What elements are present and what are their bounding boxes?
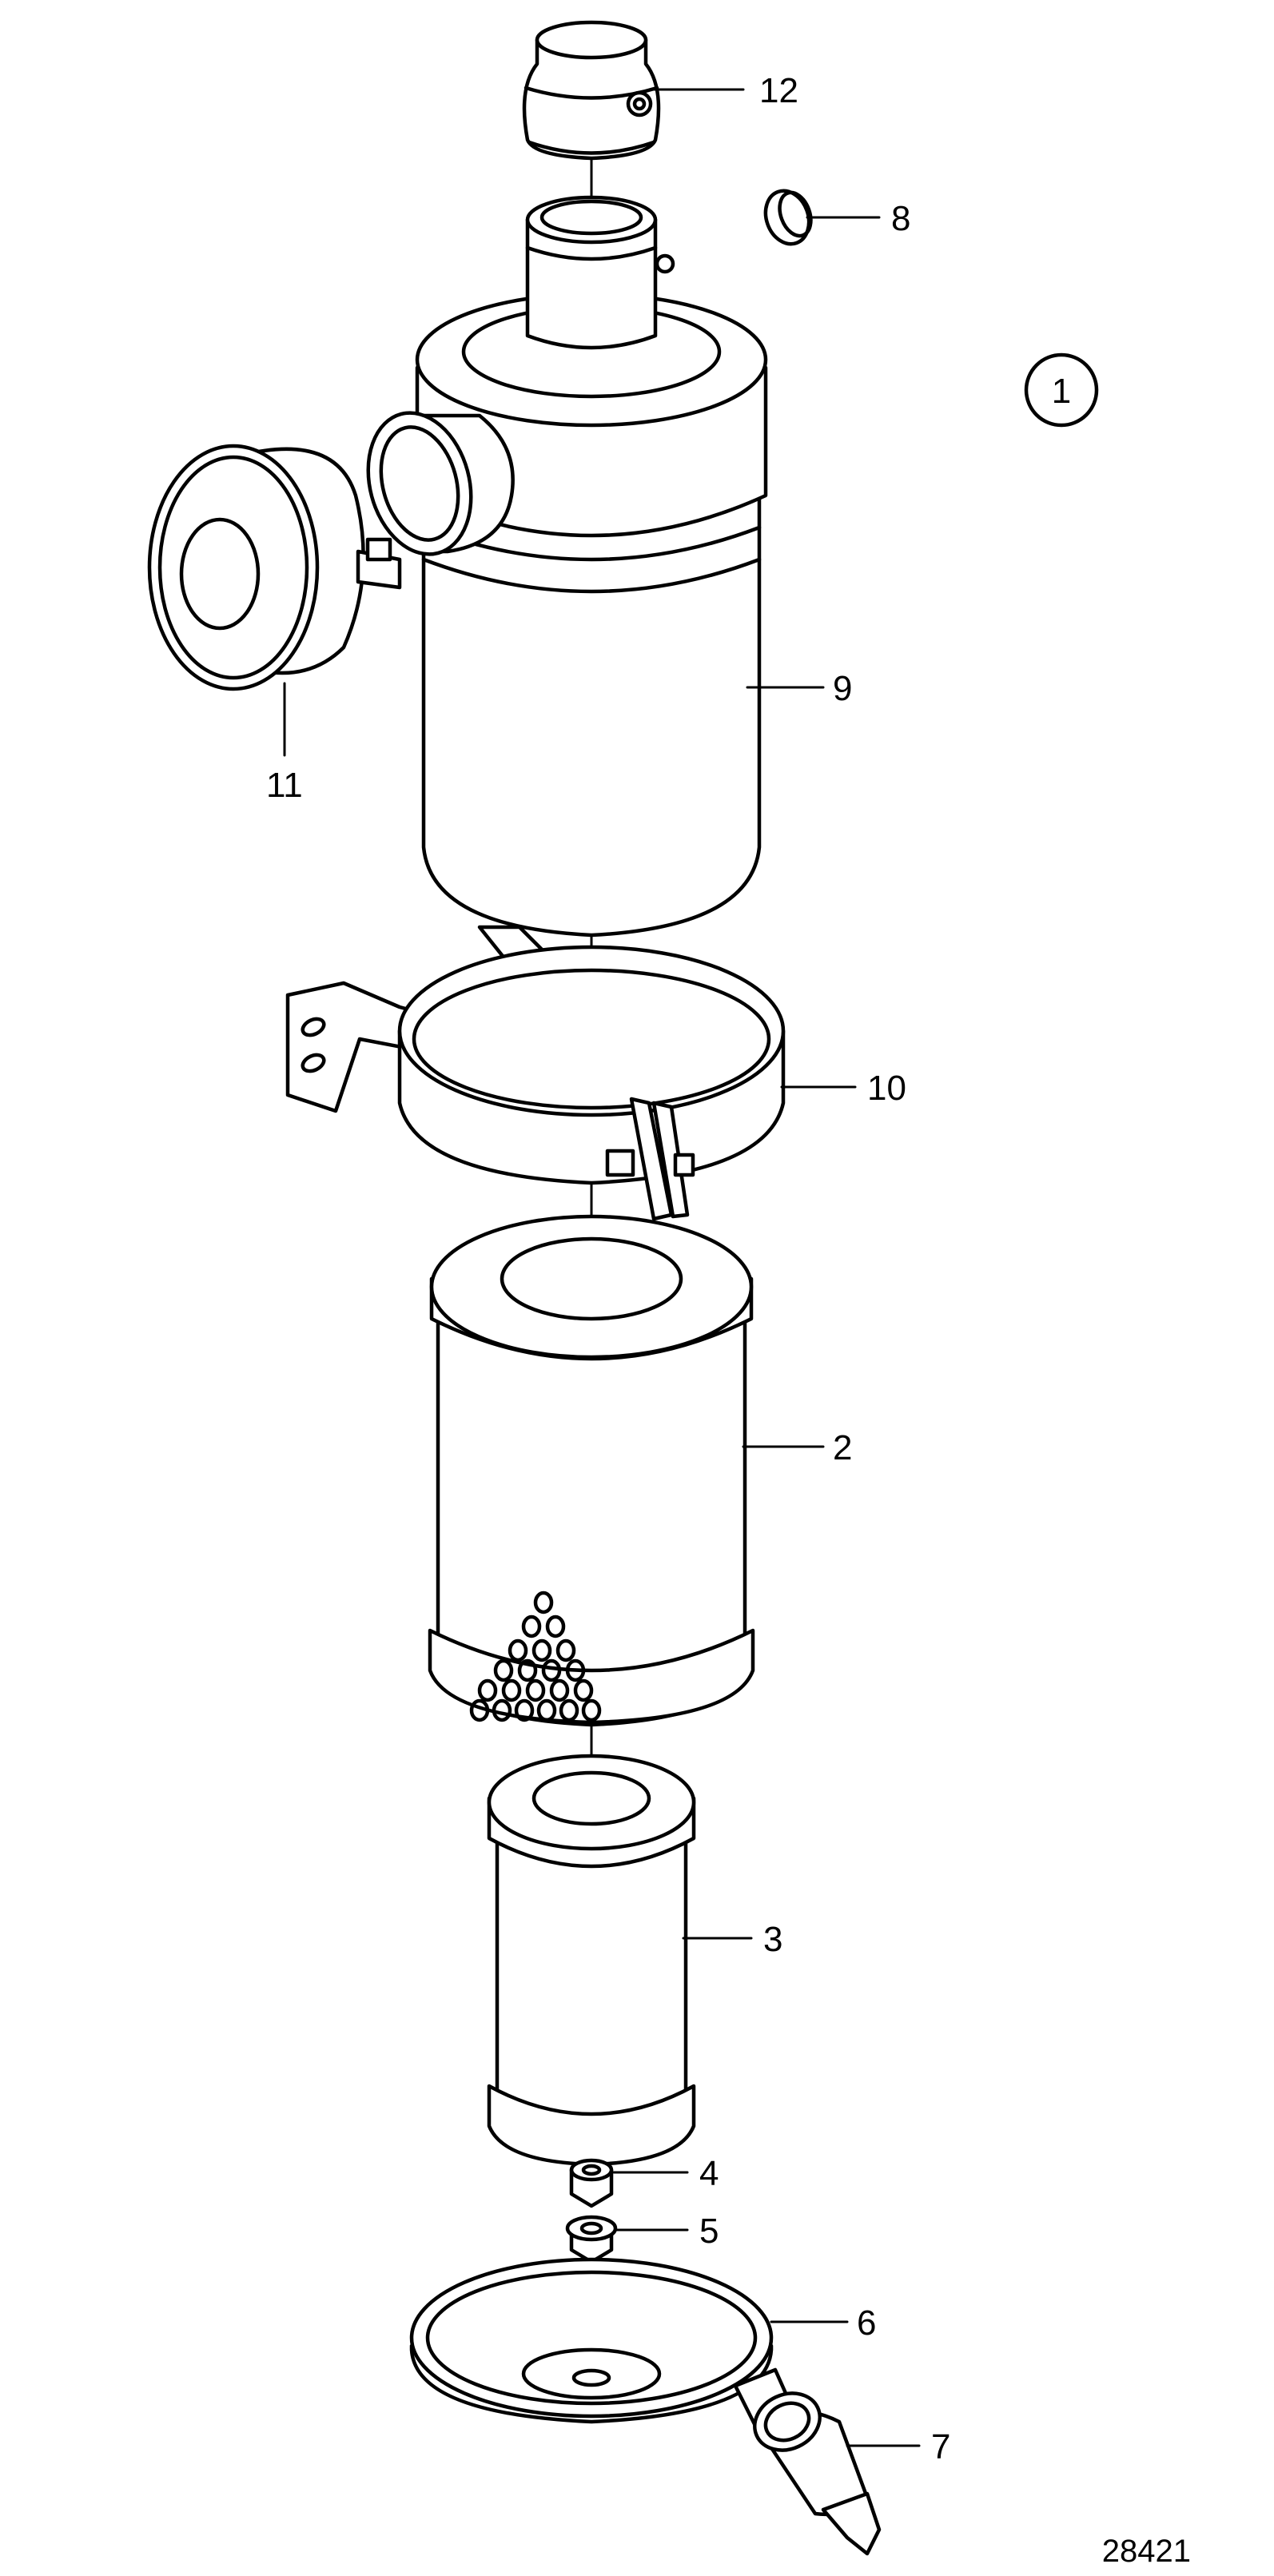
part-3-safety-filter-element: [487, 1754, 696, 2167]
callout-8: 8: [891, 199, 910, 238]
callout-5: 5: [699, 2212, 719, 2251]
leader-lines: [283, 88, 921, 2447]
drawing-number: 28421: [1102, 2534, 1191, 2569]
callout-labels: 12 8 9 11 10 2 3 4 5 6 7: [266, 71, 950, 2467]
callout-11: 11: [266, 766, 303, 805]
callout-12: 12: [759, 71, 798, 110]
callout-9: 9: [833, 669, 852, 708]
perforation-holes: [469, 1591, 602, 1722]
part-7-dust-valve: [733, 2367, 882, 2556]
group-marker: 1: [1024, 352, 1099, 428]
callout-2: 2: [833, 1428, 852, 1467]
group-marker-circle: [1024, 352, 1099, 428]
callout-3: 3: [763, 1920, 782, 1959]
part-5-nut-washer: [565, 2215, 618, 2264]
part-8-plug-cap: [763, 189, 813, 246]
part-11-pre-cleaner: [147, 444, 402, 691]
group-marker-number: 1: [1052, 372, 1071, 411]
part-6-end-cover: [409, 2257, 774, 2424]
callout-6: 6: [857, 2303, 876, 2343]
part-2-main-filter-element: [428, 1214, 755, 1727]
callout-7: 7: [931, 2427, 950, 2467]
part-4-nut: [569, 2158, 614, 2208]
callout-4: 4: [699, 2154, 719, 2193]
part-10-clamp-bracket: [285, 925, 786, 1221]
part-12-hose-coupling: [522, 20, 661, 161]
part-9-filter-housing: [366, 195, 768, 938]
callout-10: 10: [867, 1069, 906, 1108]
